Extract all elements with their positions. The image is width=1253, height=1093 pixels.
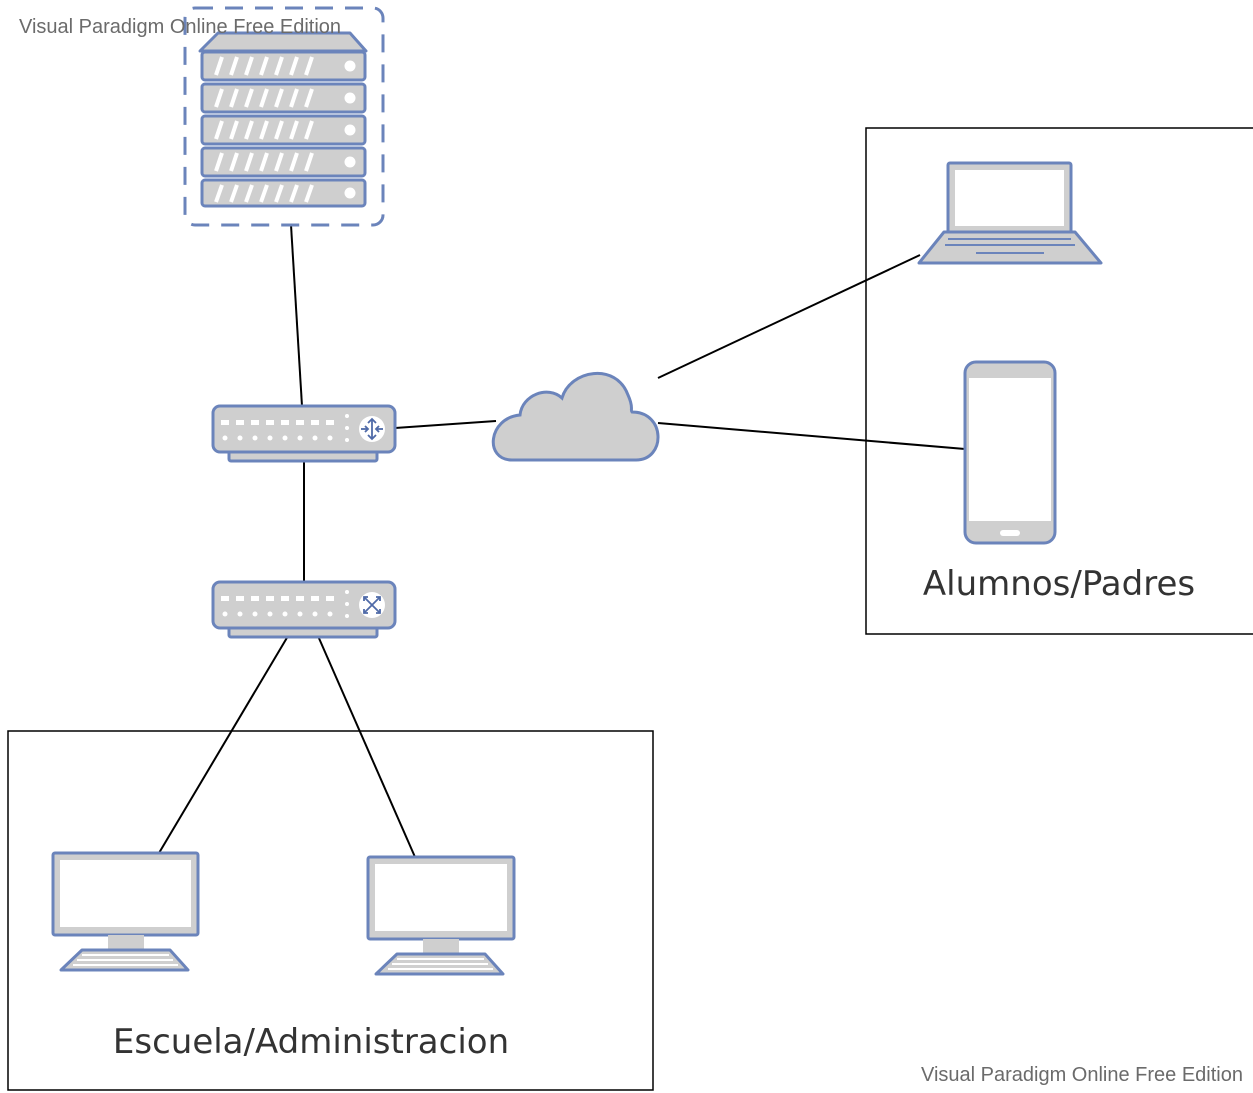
clients-group-label: Alumnos/Padres [923,564,1195,604]
school-group-label: Escuela/Administracion [113,1022,509,1062]
link-cloud-laptop [657,254,921,379]
clients-group-frame [865,127,1253,635]
server-rack-icon[interactable] [183,6,385,227]
router-icon[interactable] [211,404,397,463]
server-unit [200,178,367,208]
desktop-computer-icon[interactable] [51,851,200,972]
desktop-computer-icon[interactable] [366,855,516,976]
link-router-cloud [394,420,497,429]
server-unit [200,114,367,146]
cloud-icon[interactable] [491,371,660,462]
watermark-top: Visual Paradigm Online Free Edition [19,16,342,38]
laptop-icon[interactable] [917,161,1103,265]
server-unit [200,82,367,114]
link-switch-desktop-1 [158,635,289,854]
watermark-bottom: Visual Paradigm Online Free Edition [920,1064,1243,1086]
school-group-frame [7,730,654,1091]
link-server-router [290,224,303,407]
link-cloud-phone [657,422,966,450]
switch-icon[interactable] [211,580,397,639]
link-switch-desktop-2 [317,635,416,858]
smartphone-icon[interactable] [963,360,1057,545]
server-unit [200,146,367,178]
server-unit [200,50,367,82]
